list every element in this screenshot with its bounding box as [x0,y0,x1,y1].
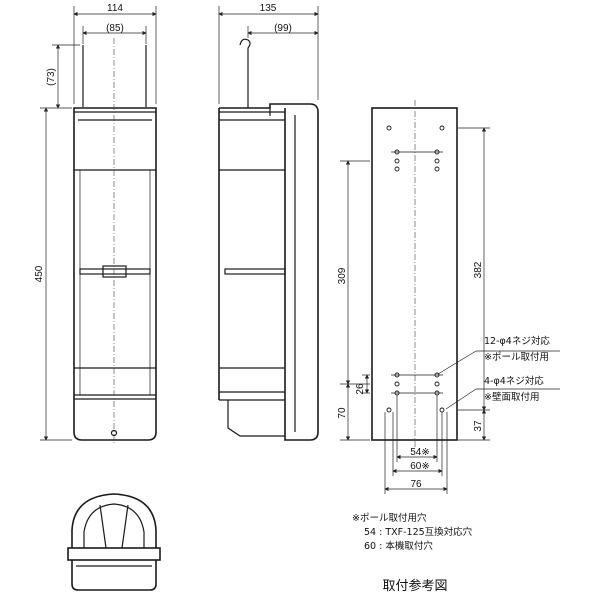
plate-dim-54: 54※ [410,447,430,458]
pole-callout-line1: 12-φ4ネジ対応 [484,335,550,347]
note-line3: 60 : 本機取付穴 [364,540,433,552]
front-top-height-label: (73) [46,68,57,86]
note-line2: 54 : TXF-125互換対応穴 [364,526,473,538]
plate-dim-309: 309 [337,267,348,284]
top-view [67,493,161,591]
drawing-caption: 取付参考図 [382,578,447,594]
plate-dim-382: 382 [473,261,484,278]
pole-callout-line2: ※ポール取付用 [484,352,549,363]
plate-dim-70: 70 [337,407,348,419]
front-view: 114 (85) (73) 450 [34,3,157,445]
wall-callout-line2: ※壁面取付用 [484,391,539,403]
side-view: 135 (99) [218,3,319,441]
plate-dim-26: 26 [355,383,366,395]
plate-dim-37: 37 [473,420,484,432]
front-inner-width-label: (85) [106,23,124,34]
side-depth-label: 135 [260,3,277,14]
wall-callout-line1: 4-φ4ネジ対応 [484,375,544,387]
notes-block: ※ポール取付用穴 54 : TXF-125互換対応穴 60 : 本機取付穴 [352,512,473,552]
front-width-label: 114 [107,3,123,14]
side-inner-depth-label: (99) [274,23,292,34]
mounting-plate-view: 309 26 70 382 37 54※ 60※ 76 12-φ4ネジ対応 ※ポ… [337,100,560,494]
plate-dim-60: 60※ [410,461,430,472]
note-line1: ※ポール取付用穴 [352,512,427,524]
front-height-label: 450 [34,265,45,282]
plate-dim-76: 76 [410,479,422,490]
